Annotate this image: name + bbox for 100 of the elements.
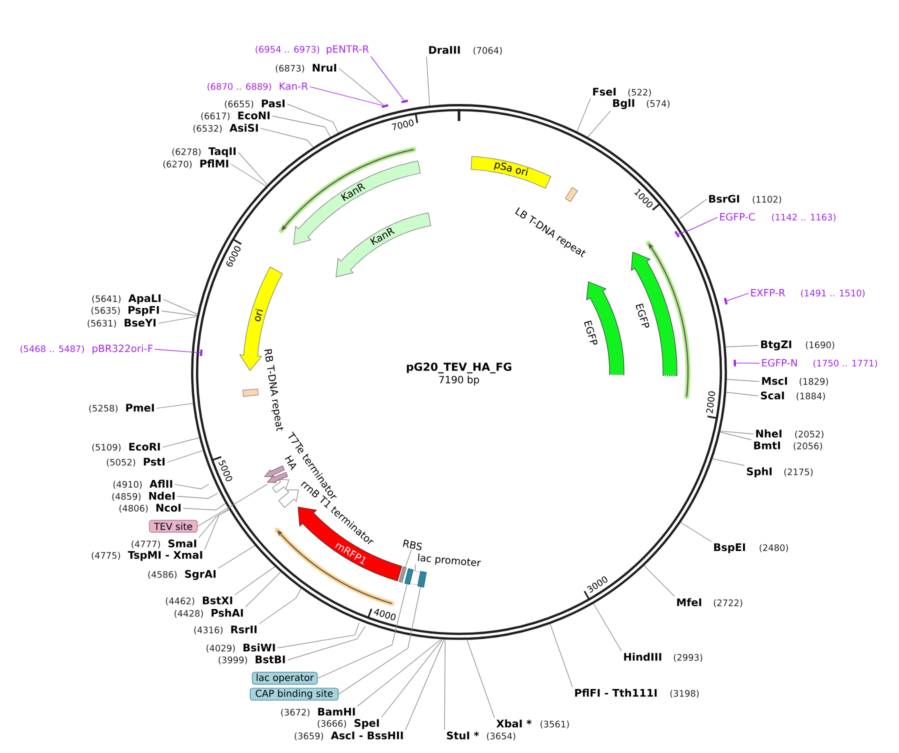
- leader-line: [154, 348, 200, 354]
- enzyme-site-label: (6278) TaqII: [172, 147, 236, 158]
- leader-line: [404, 550, 412, 568]
- leader-line: [726, 379, 760, 382]
- leader-line: [260, 128, 314, 148]
- enzyme-site-label: (4859) NdeI: [112, 492, 175, 501]
- leader-line: [204, 509, 230, 550]
- leader-line: [166, 450, 204, 463]
- tick-label: 7000: [392, 120, 414, 130]
- leader-line: [736, 362, 760, 364]
- leader-line: [338, 68, 384, 106]
- leader-line: [338, 586, 421, 695]
- leader-line: [680, 522, 712, 542]
- feature-tag: CAP binding site: [250, 688, 339, 701]
- leader-line: [726, 392, 759, 396]
- leader-line: [234, 566, 276, 596]
- enzyme-site-label: BsrGI (1102): [709, 194, 782, 204]
- feature-label: EGFP: [636, 303, 650, 328]
- feature-label: EGFP: [584, 320, 598, 345]
- enzyme-site-label: (3659) AscI - BssHII: [294, 732, 403, 740]
- primer-label: (5468 .. 5487) pBR322ori-F: [20, 344, 153, 354]
- enzyme-site-label: MscI (1829): [762, 377, 828, 386]
- leader-line: [725, 345, 759, 348]
- enzyme-site-label: (5109) EcoRI: [92, 442, 160, 452]
- leader-line: [309, 86, 383, 106]
- leader-line: [218, 545, 256, 569]
- enzyme-site-label: PflFI - Tth111I (3198): [575, 688, 699, 698]
- enzyme-site-label: (4775) TspMI - XmaI: [92, 551, 202, 561]
- map-feature: [266, 472, 288, 483]
- leader-line: [238, 152, 268, 186]
- tick-label: 6000: [226, 246, 241, 267]
- leader-line: [174, 484, 210, 490]
- enzyme-site-label: (4910) AflII: [113, 480, 172, 489]
- enzyme-site-label: (3672) BamHI: [281, 708, 355, 717]
- leader-line: [156, 403, 194, 409]
- enzyme-site-label: (5641) ApaLI: [92, 294, 161, 304]
- primer-mark: [734, 360, 736, 366]
- enzyme-site-label: (5052) PstI: [106, 458, 165, 467]
- enzyme-site-label: (4777) SmaI: [132, 540, 196, 548]
- leader-line: [444, 639, 446, 730]
- leader-line: [466, 640, 495, 718]
- map-feature: pSa ori: [470, 156, 552, 189]
- enzyme-site-label: (4806) NcoI: [119, 504, 181, 513]
- leader-line: [678, 198, 707, 220]
- leader-line: [287, 626, 366, 660]
- plasmid-name: pG20_TEV_HA_FG: [406, 362, 512, 374]
- leader-line: [162, 437, 200, 448]
- leader-line: [726, 292, 749, 302]
- enzyme-site-label: (4316) RsrII: [194, 626, 257, 634]
- enzyme-site-label: (4029) BsiWI: [206, 643, 275, 653]
- leader-line: [182, 503, 226, 510]
- primer-mark: [200, 349, 203, 356]
- leader-line: [357, 639, 442, 707]
- leader-line: [588, 110, 611, 138]
- leader-line: [245, 572, 282, 608]
- leader-line: [272, 116, 331, 138]
- enzyme-site-label: (6532) AsiSI: [193, 124, 258, 133]
- leader-line: [381, 639, 443, 718]
- primer-mark: [724, 298, 728, 305]
- leader-line: [644, 565, 675, 597]
- leader-line: [162, 298, 198, 315]
- enzyme-site-label: (5635) PspFI: [92, 306, 159, 316]
- enzyme-site-label: SphI (2175): [746, 467, 813, 478]
- leader-line: [414, 564, 416, 572]
- leader-line: [720, 430, 754, 434]
- leader-line: [576, 98, 591, 132]
- leader-line: [405, 639, 444, 730]
- leader-line: [230, 164, 266, 186]
- feature-tag: lac operator: [252, 672, 318, 685]
- feature-label: RBS: [402, 540, 422, 550]
- enzyme-site-label: (5631) BseYI: [88, 318, 156, 328]
- leader-line: [712, 458, 745, 466]
- feature-label: HA: [284, 455, 296, 470]
- enzyme-site-label: (3666) SpeI: [318, 719, 379, 729]
- enzyme-site-label: XbaI * (3561): [496, 719, 569, 729]
- leader-line: [370, 56, 404, 101]
- enzyme-site-label: (6270) PflMI: [163, 159, 228, 169]
- plasmid-length: 7190 bp: [439, 376, 480, 386]
- leader-line: [258, 588, 302, 624]
- primer-label: EGFP-C (1142 .. 1163): [720, 212, 836, 222]
- primer-label: (6954 .. 6973) pENTR-R: [256, 45, 369, 55]
- primer-mark: [401, 100, 408, 104]
- tick-label: 4000: [374, 608, 396, 620]
- enzyme-site-label: BglI (574): [613, 98, 670, 110]
- enzyme-site-label: BspEI (2480): [714, 543, 788, 554]
- enzyme-site-label: BmtI (2056): [754, 442, 822, 450]
- enzyme-site-label: StuI * (3654): [446, 732, 516, 740]
- primer-mark: [674, 230, 680, 238]
- enzyme-site-label: (3999) BstBI: [218, 656, 285, 664]
- primer-label: EXFP-R (1491 .. 1510): [751, 289, 865, 298]
- primer-label: EGFP-N (1750 .. 1771): [762, 358, 877, 368]
- primer-label: (6870 .. 6889) Kan-R: [208, 82, 308, 91]
- tick-label: 5000: [218, 460, 232, 482]
- map-feature: [404, 568, 414, 585]
- primer-mark: [382, 104, 388, 108]
- leader-line: [720, 432, 752, 440]
- leader-line: [426, 56, 430, 106]
- leader-line: [678, 216, 718, 234]
- feature-label: lac promoter: [418, 553, 481, 566]
- enzyme-site-label: (6873) NruI: [276, 64, 336, 73]
